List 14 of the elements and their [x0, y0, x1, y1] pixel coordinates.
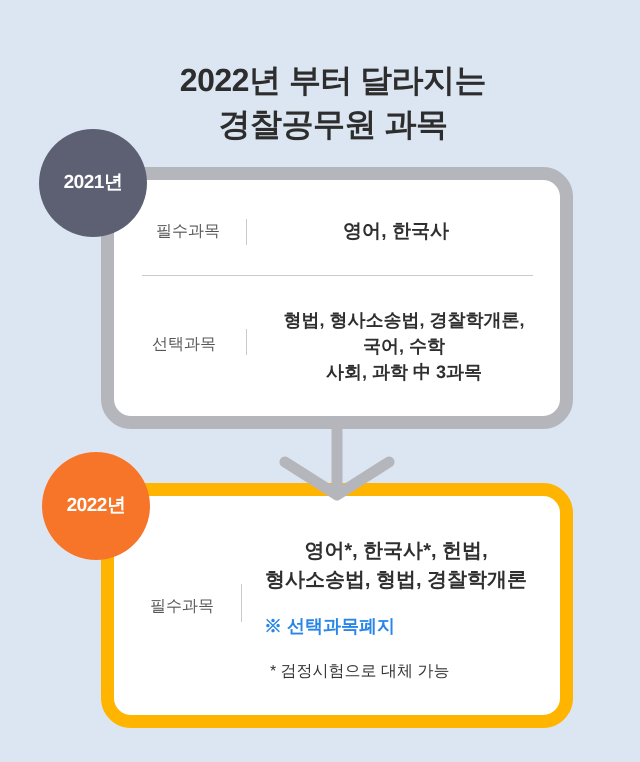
footnote: * 검정시험으로 대체 가능: [270, 662, 450, 682]
subject-list: 영어, 한국사: [260, 218, 532, 246]
arrow: [280, 429, 394, 500]
category-label: 선택과목: [152, 335, 216, 355]
subject-list: 사회, 과학 中 3과목: [268, 359, 540, 385]
title: 2022년 부터 달라지는 경찰공무원 과목: [178, 61, 488, 144]
subject-list: 영어*, 한국사*, 헌법, 형사소송법, 형법, 경찰학개론: [256, 537, 536, 595]
subject-list: 국어, 수학: [268, 333, 540, 359]
year-label: 2021년: [64, 171, 122, 195]
category-label: 필수과목: [156, 222, 220, 242]
notice-text: ※ 선택과목폐지: [264, 615, 396, 638]
subject-list: 형법, 형사소송법, 경찰학개론,: [268, 307, 540, 333]
year-label: 2022년: [66, 494, 126, 518]
category-label: 필수과목: [150, 597, 214, 617]
